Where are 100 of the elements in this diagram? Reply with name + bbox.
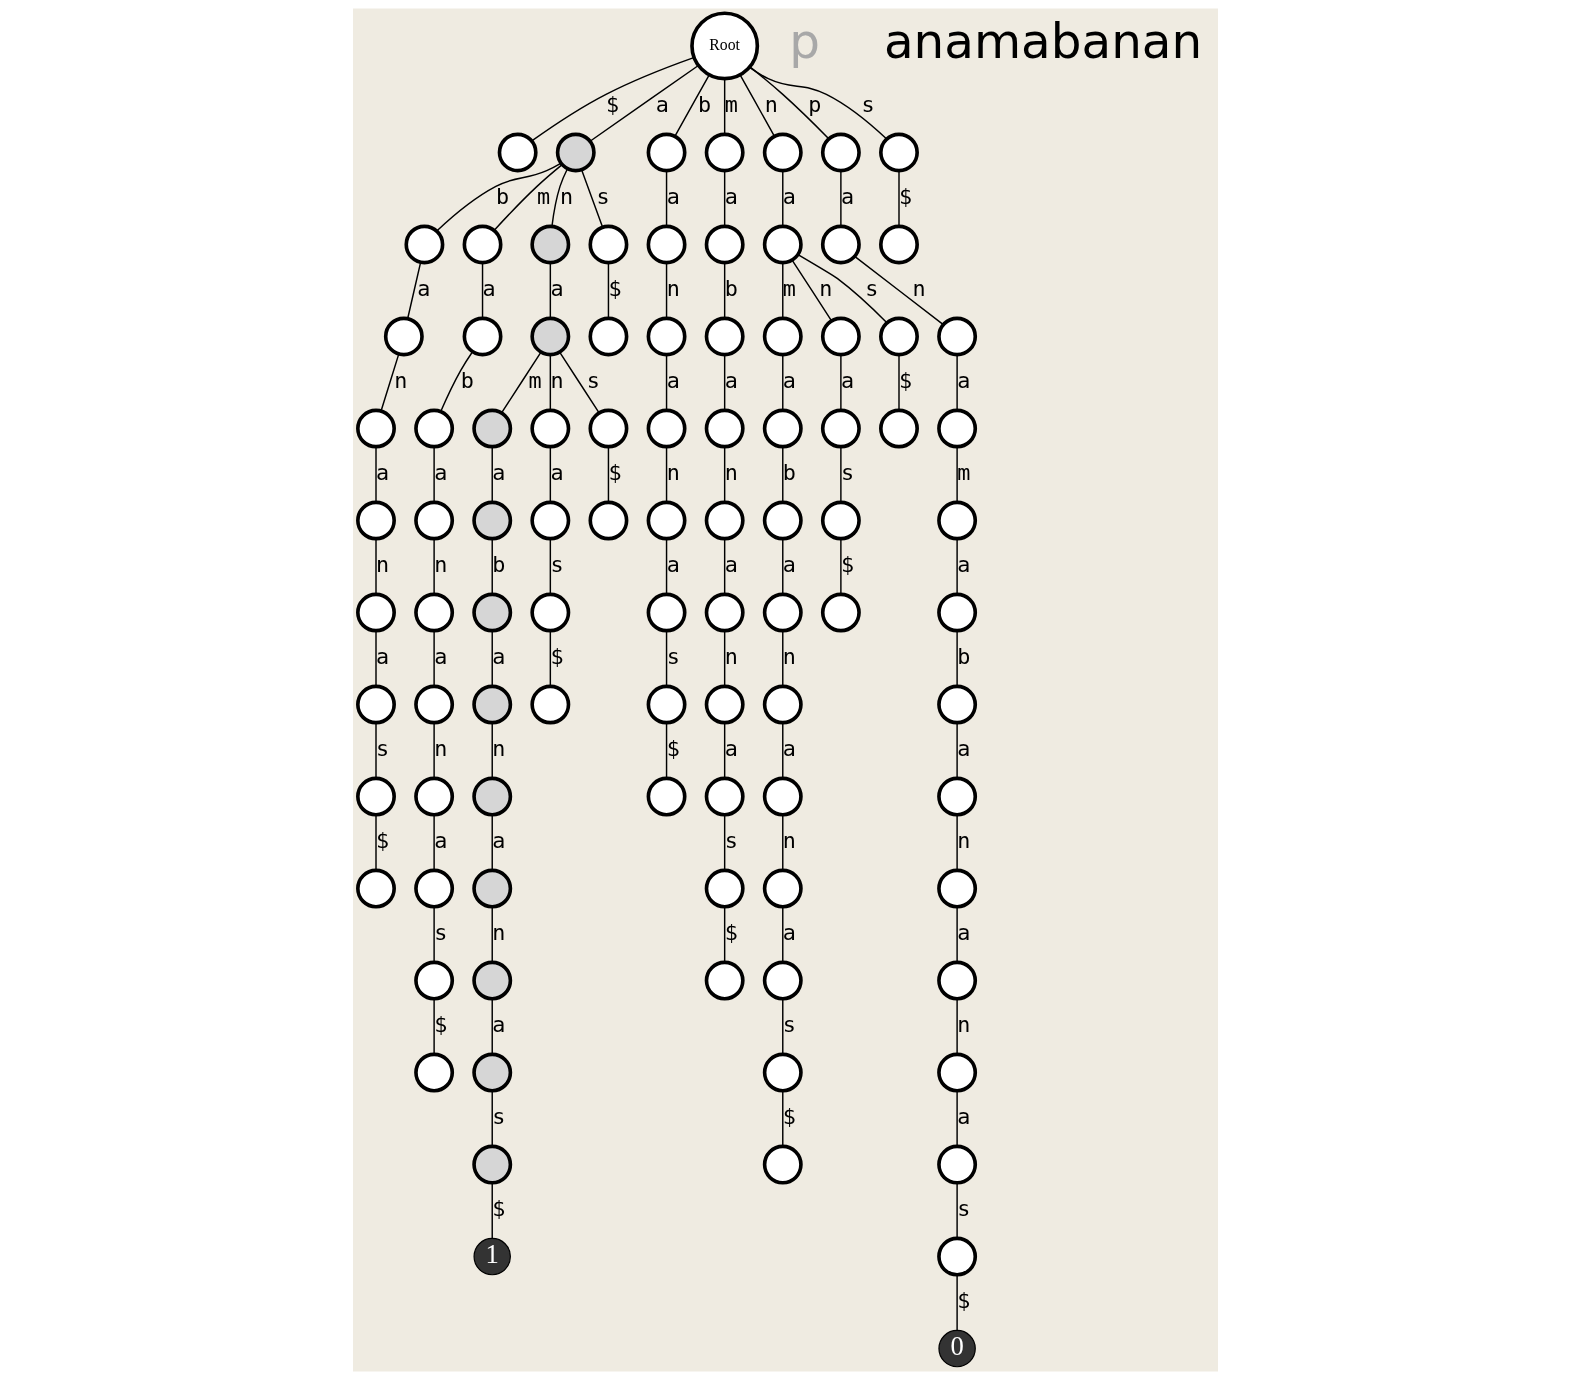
- label: anamabanan: [883, 13, 1202, 70]
- edge-label: n: [911, 275, 926, 301]
- edge-label: $: [608, 275, 622, 301]
- connector: [955, 814, 958, 871]
- node-circle: [355, 592, 396, 633]
- connector: [955, 354, 958, 411]
- node-circle: [471, 408, 512, 449]
- connector: [665, 262, 667, 319]
- edge-label: a: [724, 183, 738, 209]
- edge-label: a: [782, 919, 796, 945]
- connector: [665, 722, 667, 779]
- node-circle: [762, 868, 803, 909]
- connector: [580, 168, 603, 228]
- edge-label: a: [956, 367, 970, 393]
- node-circle: [646, 408, 687, 449]
- edge-label: b: [491, 551, 505, 577]
- connector: [723, 814, 725, 871]
- connector: [491, 722, 493, 779]
- node-circle: Root: [689, 11, 759, 81]
- edge-label: a: [724, 551, 738, 577]
- connector: [549, 354, 551, 411]
- edge-label: s: [861, 91, 875, 117]
- connector: [500, 351, 542, 414]
- connector: [481, 262, 483, 319]
- edge-label: $: [898, 183, 912, 209]
- connector: [491, 906, 493, 963]
- connector: [781, 446, 783, 503]
- node-circle: [762, 1144, 803, 1185]
- edge-label: n: [559, 183, 573, 209]
- edge-label: n: [666, 275, 680, 301]
- connector: [723, 78, 725, 135]
- node-circle: [762, 224, 803, 265]
- connector: [379, 353, 399, 412]
- node-circle: [762, 592, 803, 633]
- node-circle: [704, 960, 745, 1001]
- connector: [781, 630, 783, 687]
- edge-label: a: [956, 919, 970, 945]
- connector: [839, 170, 842, 227]
- connector: [723, 538, 725, 595]
- connector: [432, 538, 435, 595]
- connector: [550, 168, 568, 227]
- edge-label: $: [956, 1287, 970, 1313]
- connector: [723, 722, 725, 779]
- edge-label: n: [818, 275, 832, 301]
- edge-label: s: [840, 459, 854, 485]
- node-circle: [762, 1052, 803, 1093]
- node-circle: [471, 960, 512, 1001]
- connector: [432, 906, 435, 963]
- node-circle: [529, 316, 570, 357]
- node-circle: [413, 500, 454, 541]
- node-circle: [471, 500, 512, 541]
- node-circle: [587, 316, 628, 357]
- connector: [839, 354, 842, 411]
- edge-label: a: [491, 827, 505, 853]
- connector: [781, 354, 783, 411]
- node-circle: [529, 408, 570, 449]
- connector: [723, 906, 725, 963]
- edge-label: a: [375, 643, 389, 669]
- node-circle: [704, 500, 745, 541]
- connector: [607, 262, 609, 319]
- node-circle: [413, 868, 454, 909]
- edge-label: b: [724, 275, 738, 301]
- connector: [723, 630, 725, 687]
- edge-label: s: [491, 1103, 505, 1129]
- connector: [549, 630, 551, 687]
- node-circle: [413, 684, 454, 725]
- edge-label: b: [956, 643, 970, 669]
- node-circle: [587, 408, 628, 449]
- connector: [374, 630, 377, 687]
- node-circle: [355, 776, 396, 817]
- connector: [781, 170, 783, 227]
- node-circle: [471, 776, 512, 817]
- node-circle: [355, 684, 396, 725]
- node-circle: [413, 1052, 454, 1093]
- node-circle: [878, 132, 919, 173]
- node-circle: [936, 316, 977, 357]
- node-circle: [413, 592, 454, 633]
- edge-label: n: [393, 367, 407, 393]
- connector: [781, 262, 783, 319]
- connector: [839, 538, 842, 595]
- node-circle: [355, 868, 396, 909]
- edge-label: $: [666, 735, 680, 761]
- edge-label: a: [375, 459, 389, 485]
- connector: [493, 164, 563, 231]
- node-circle: [646, 224, 687, 265]
- edge-label: n: [724, 643, 738, 669]
- node-circle: [497, 132, 538, 173]
- node-circle: [529, 224, 570, 265]
- node-circle: [878, 316, 919, 357]
- connector: [897, 170, 900, 227]
- edge-label: s: [864, 275, 878, 301]
- node-circle: 1: [472, 1237, 511, 1276]
- node-circle: [704, 132, 745, 173]
- node-circle: [936, 1144, 977, 1185]
- edge-label: a: [549, 459, 564, 485]
- edge-label: a: [782, 367, 796, 393]
- connector: [665, 354, 667, 411]
- node-circle: [704, 684, 745, 725]
- edge-label: n: [724, 459, 738, 485]
- node-circle: [820, 592, 861, 633]
